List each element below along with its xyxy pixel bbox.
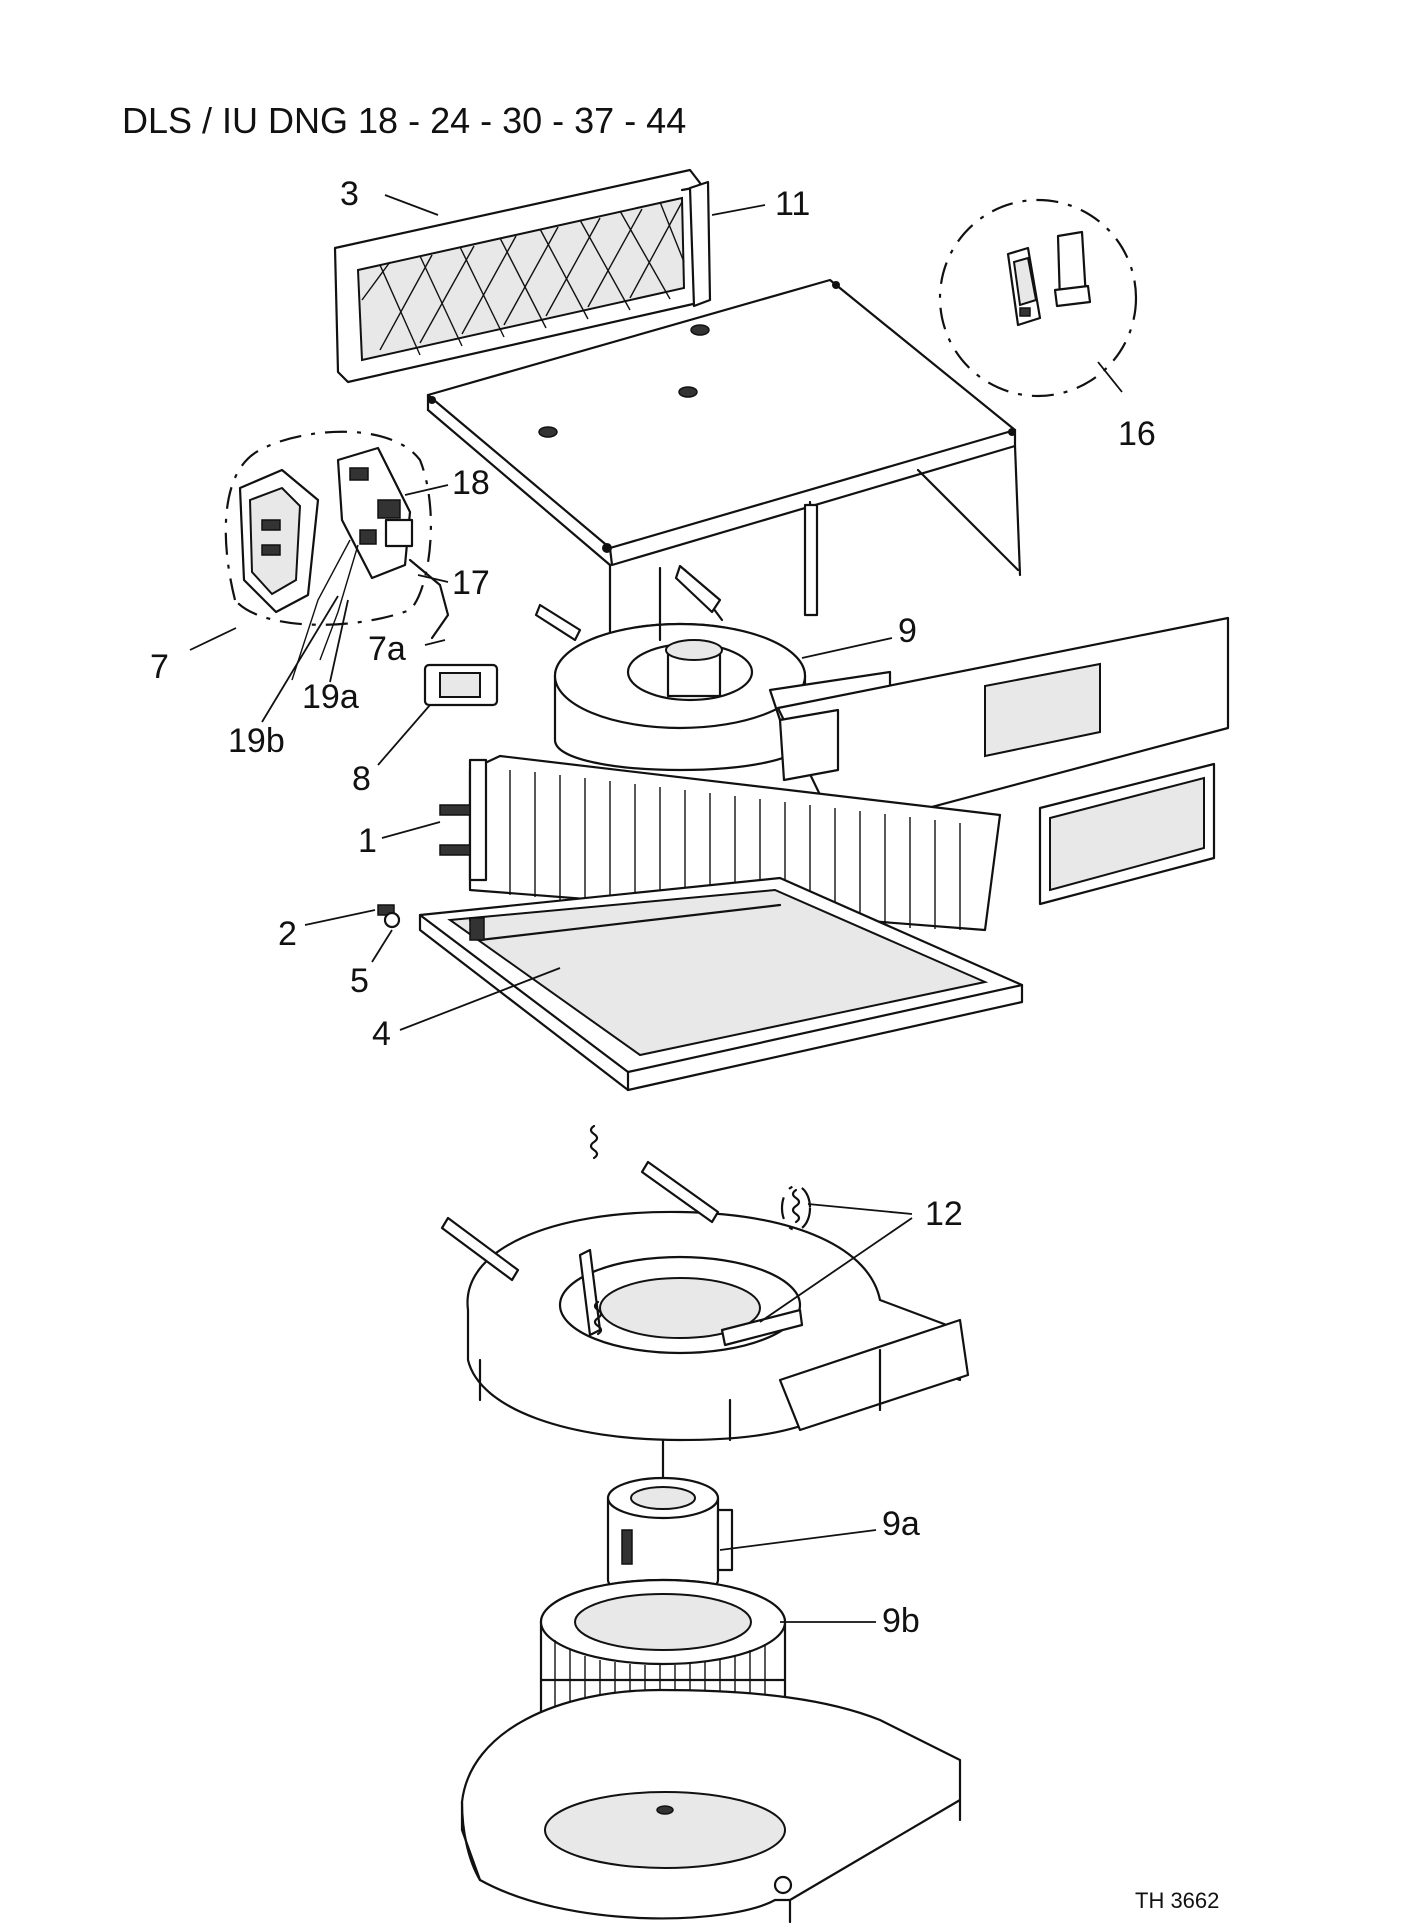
part-3-filter-grille <box>333 168 706 384</box>
drawing-reference: TH 3662 <box>1135 1888 1219 1913</box>
callout-17: 17 <box>452 564 490 602</box>
part-12-anti-vibration-springs <box>589 1124 812 1336</box>
part-1-coil <box>439 754 1002 932</box>
callout-9b: 9b <box>882 1602 920 1640</box>
part-4-drain-pan <box>418 876 1024 1092</box>
callout-19b: 19b <box>228 722 285 760</box>
part-16-remote-control <box>938 198 1138 398</box>
side-panel <box>776 616 1230 906</box>
callout-11: 11 <box>775 185 810 223</box>
callout-16: 16 <box>1118 415 1156 453</box>
top-casing <box>426 278 1022 722</box>
callout-5: 5 <box>350 962 369 1000</box>
part-9a-motor <box>606 1438 734 1597</box>
callout-3: 3 <box>340 175 359 213</box>
callout-7: 7 <box>150 648 169 686</box>
part-11-side-frame <box>688 180 712 308</box>
callout-9a: 9a <box>882 1505 920 1543</box>
mounting-brackets <box>440 1160 804 1347</box>
part-2-drain-plug <box>377 904 401 929</box>
callout-1: 1 <box>358 822 377 860</box>
callout-2: 2 <box>278 915 297 953</box>
callout-4: 4 <box>372 1015 391 1053</box>
blower-housing-top <box>466 1210 970 1442</box>
diagram-title: DLS / IU DNG 18 - 24 - 30 - 37 - 44 <box>122 100 686 141</box>
part-8-receiver <box>423 663 499 707</box>
callout-18: 18 <box>452 464 490 502</box>
part-7a-cable <box>408 558 450 640</box>
callout-7a: 7a <box>368 630 406 668</box>
callout-9: 9 <box>898 612 917 650</box>
callout-8: 8 <box>352 760 371 798</box>
part-7-control-assembly <box>224 430 433 626</box>
callout-19a: 19a <box>302 678 359 716</box>
callout-12: 12 <box>925 1195 963 1233</box>
blower-housing-bottom <box>460 1688 962 1924</box>
part-18-pcb <box>336 446 414 580</box>
